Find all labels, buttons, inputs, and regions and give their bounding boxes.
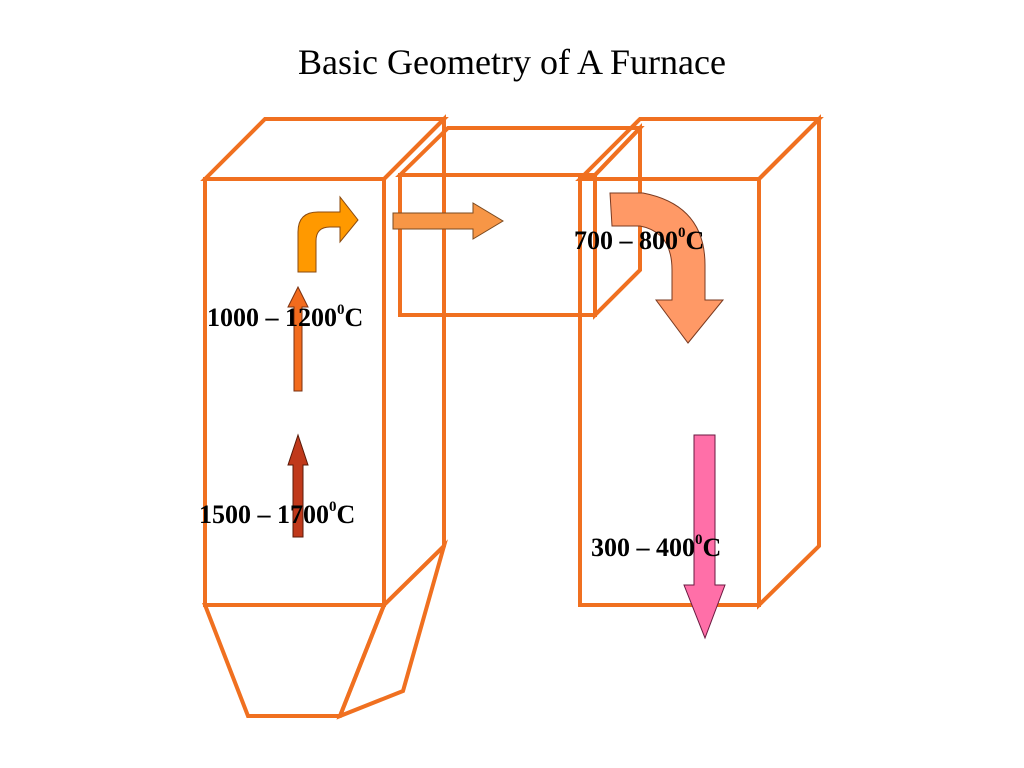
temp-degree-sup: 0 xyxy=(329,499,337,515)
temp-label-lower-left: 1500 – 17000C xyxy=(199,499,356,529)
temp-unit: C xyxy=(685,226,705,255)
hopper-front-face xyxy=(202,603,387,718)
duct-front-face xyxy=(398,173,597,317)
slide-title: Basic Geometry of A Furnace xyxy=(298,42,726,82)
temp-unit: C xyxy=(336,500,356,529)
hopper-side-face xyxy=(336,539,448,720)
temp-degree-sup: 0 xyxy=(337,302,345,318)
right-tower-side-face xyxy=(757,114,821,610)
down-arrow xyxy=(683,434,726,640)
crossover-duct xyxy=(395,123,645,320)
duct-side-face xyxy=(593,123,642,320)
left-tower-top-face xyxy=(200,117,449,181)
up-arrow-bottom xyxy=(287,433,309,538)
temp-unit: C xyxy=(344,303,364,332)
right-tower xyxy=(575,114,824,610)
temp-label-upper-right: 700 – 8000C xyxy=(574,225,705,255)
left-tower-front-face xyxy=(203,177,386,607)
up-arrow-mid xyxy=(287,285,309,392)
temp-range: 300 – 400 xyxy=(591,533,695,562)
temp-range: 700 – 800 xyxy=(574,226,678,255)
temp-unit: C xyxy=(702,533,722,562)
curved-up-arrow xyxy=(297,195,359,273)
left-hopper xyxy=(202,539,448,720)
temp-label-upper-left: 1000 – 12000C xyxy=(207,302,364,332)
temp-degree-sup: 0 xyxy=(695,532,703,548)
left-tower-side-face xyxy=(382,114,446,610)
left-tower xyxy=(200,114,449,610)
temp-range: 1000 – 1200 xyxy=(207,303,337,332)
curved-down-arrow xyxy=(609,192,725,344)
temp-label-lower-right: 300 – 4000C xyxy=(591,532,722,562)
temp-range: 1500 – 1700 xyxy=(199,500,329,529)
right-arrow xyxy=(392,202,504,240)
temp-degree-sup: 0 xyxy=(678,225,686,241)
